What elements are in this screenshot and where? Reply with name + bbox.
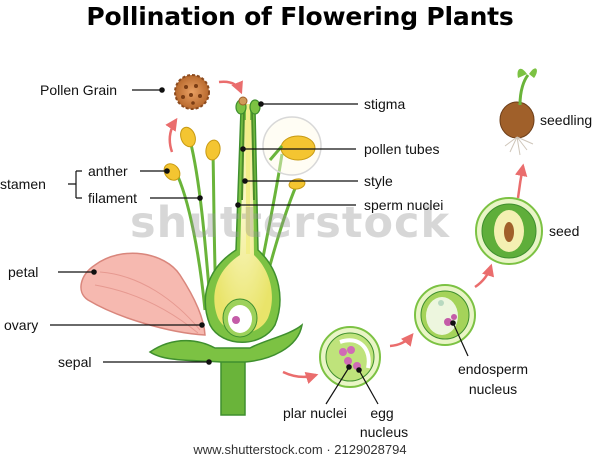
seed-circle <box>475 197 543 265</box>
label-sperm-nuclei: sperm nuclei <box>364 197 444 213</box>
arrow-endosperm-to-seed <box>474 263 495 289</box>
sepal-shape <box>148 323 304 363</box>
process-arrows <box>165 80 528 384</box>
stem <box>220 354 246 416</box>
label-stigma: stigma <box>364 96 406 112</box>
seedling <box>499 68 537 156</box>
leader-lines <box>50 87 469 405</box>
pollen-tubes <box>241 107 255 201</box>
arrow-flower-to-ovule <box>282 370 319 384</box>
footer-credit: www.shutterstock.com · 2129028794 <box>0 440 600 459</box>
label-petal: petal <box>8 264 39 280</box>
pollen-grain <box>174 74 210 110</box>
watermark: shutterstock <box>130 198 451 248</box>
label-filament: filament <box>88 190 138 206</box>
label-seed: seed <box>549 223 580 239</box>
anthers <box>163 126 306 190</box>
ovule-circle <box>319 326 381 388</box>
label-egg-nucleus: nucleus <box>359 424 409 440</box>
arrow-ovule-to-endosperm <box>389 333 414 348</box>
label-pollen-tubes: pollen tubes <box>364 141 440 157</box>
label-plar-nuclei: plar nuclei <box>283 405 347 421</box>
label-stamen: stamen <box>0 176 46 192</box>
petal-shape <box>80 252 206 336</box>
arrow-pollen-to-stigma <box>218 80 243 95</box>
stigma <box>235 99 261 115</box>
arrow-seed-to-seedling <box>515 163 528 199</box>
diagram-title: Pollination of Flowering Plants <box>86 2 514 31</box>
label-style: style <box>364 173 393 189</box>
label-ovary: ovary <box>4 317 39 333</box>
label-endosperm-nucleus: nucleus <box>468 381 518 397</box>
label-pollen-grain: Pollen Grain <box>40 82 118 98</box>
label-seedling: seedling <box>540 112 593 128</box>
label-egg: egg <box>370 405 394 421</box>
label-endosperm: endosperm <box>457 361 529 377</box>
arrow-anther-to-pollen <box>165 117 178 153</box>
label-anther: anther <box>88 163 128 179</box>
label-sepal: sepal <box>58 354 92 370</box>
endosperm-circle <box>414 284 476 346</box>
